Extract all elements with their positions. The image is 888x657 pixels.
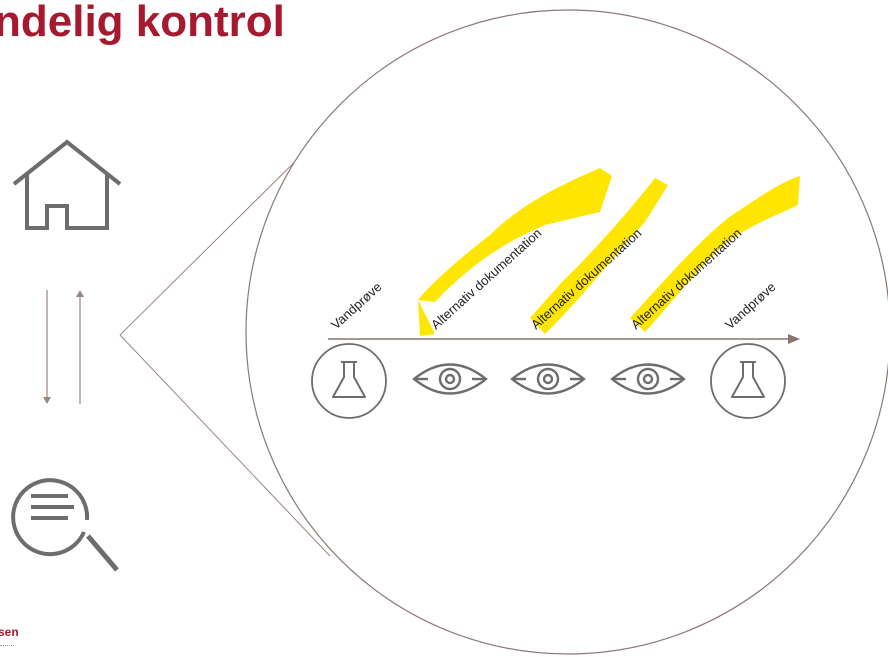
eye-icon bbox=[412, 363, 488, 395]
highlight-2 bbox=[530, 178, 668, 334]
eye-icon bbox=[610, 363, 686, 395]
highlights bbox=[418, 168, 800, 336]
slide-title: ndelig kontrol bbox=[0, 0, 285, 46]
highlight-3 bbox=[630, 176, 800, 332]
document-search-icon bbox=[11, 478, 119, 572]
flask-icon bbox=[311, 343, 387, 419]
eye-icon bbox=[510, 363, 586, 395]
footer-divider bbox=[0, 645, 14, 649]
zoom-circle bbox=[245, 9, 888, 655]
up-arrow-icon bbox=[76, 290, 84, 404]
footer-logo-text: sen bbox=[0, 625, 19, 639]
highlight-1 bbox=[418, 168, 612, 336]
house-icon bbox=[12, 139, 122, 230]
flask-icon bbox=[710, 343, 786, 419]
timeline-arrow bbox=[328, 334, 800, 344]
down-arrow-icon bbox=[43, 290, 51, 404]
callout-line-bottom bbox=[119, 334, 331, 557]
